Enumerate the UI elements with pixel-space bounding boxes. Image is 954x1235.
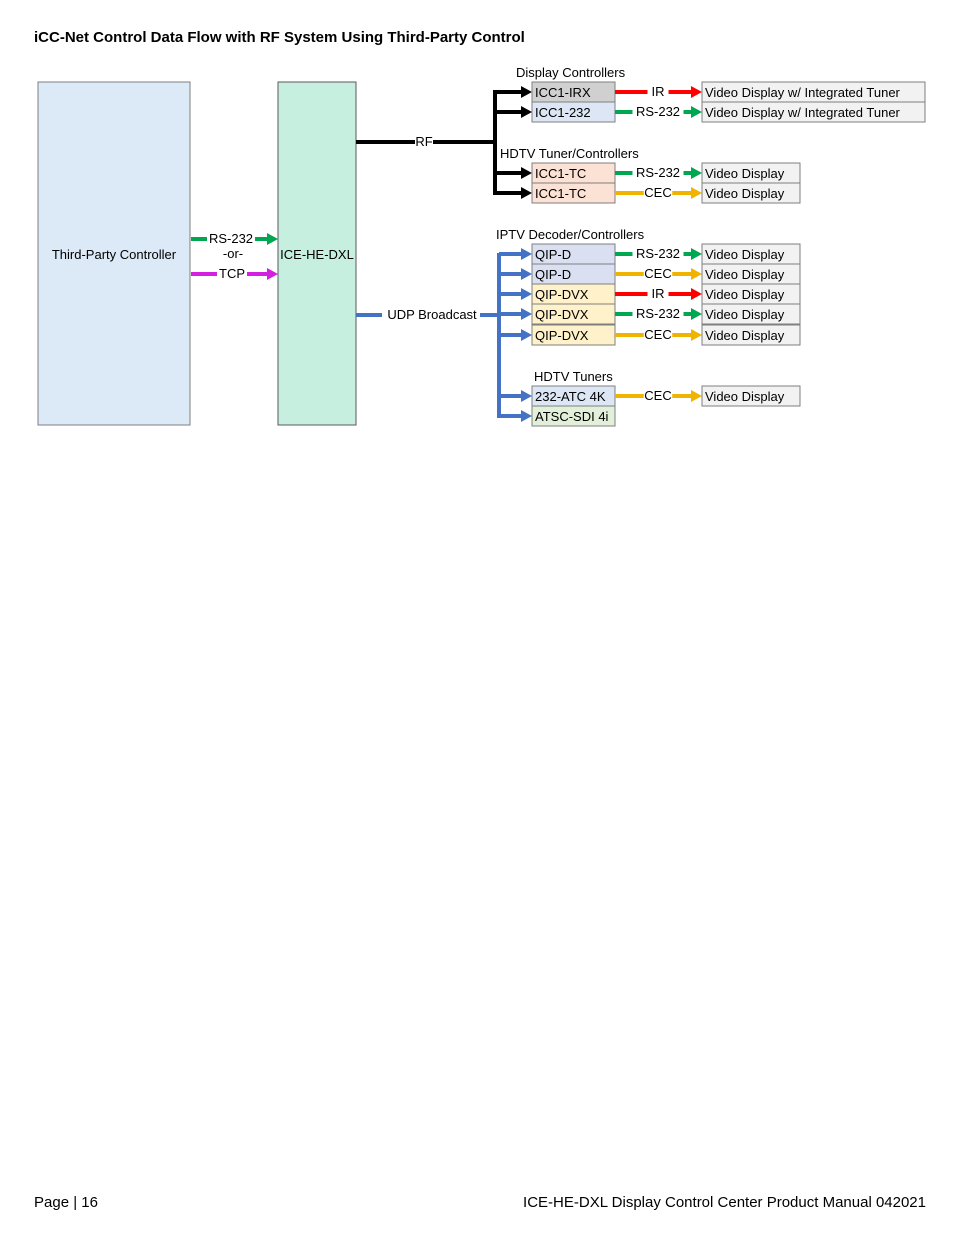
iptv-row-2-out-arrow-head	[691, 268, 702, 280]
iptv-row-3-display-label: Video Display	[705, 287, 785, 302]
display-controller-row-2-display-box	[701, 101, 926, 123]
third-party-controller-label: Third-Party Controller	[52, 247, 177, 262]
iptv-row-1-device-label: QIP-D	[535, 247, 571, 262]
iptv-row-2-feed-arrow-head	[521, 268, 532, 280]
iptv-row-5-out-arrow-head	[691, 329, 702, 341]
hdtv-tuners-heading: HDTV Tuners	[534, 369, 613, 384]
hdtv-tuner-controller-row-2-feed-arrow-head	[521, 187, 532, 199]
iptv-row-2-protocol-label: CEC	[644, 266, 671, 281]
display-controller-row-2-protocol-label: RS-232	[636, 104, 680, 119]
footer-manual-title: ICE-HE-DXL Display Control Center Produc…	[523, 1194, 926, 1211]
iptv-row-4-display-label: Video Display	[705, 307, 785, 322]
iptv-row-5-device-label: QIP-DVX	[535, 328, 589, 343]
ice-he-dxl-label: ICE-HE-DXL	[280, 247, 354, 262]
rs232-link-label: RS-232	[209, 231, 253, 246]
hdtv-tuner-controller-row-2-out-arrow-head	[691, 187, 702, 199]
hdtv-tuner-row-2-feed-arrow-head	[521, 410, 532, 422]
iptv-row-5-feed-arrow-head	[521, 329, 532, 341]
iptv-row-2-display-label: Video Display	[705, 267, 785, 282]
iptv-row-1-protocol-label: RS-232	[636, 246, 680, 261]
hdtv-tuner-row-1-feed-arrow-head	[521, 390, 532, 402]
iptv-row-1-feed-arrow-head	[521, 248, 532, 260]
tcp-link-label: TCP	[219, 266, 245, 281]
iptv-row-3-feed-arrow-head	[521, 288, 532, 300]
hdtv-tuner-row-2-device-box	[531, 405, 616, 427]
footer-page-number: Page | 16	[34, 1194, 98, 1211]
display-controller-row-1-device-label: ICC1-IRX	[535, 85, 591, 100]
hdtv-tuner-row-1-display-box	[701, 385, 801, 407]
hdtv-tuner-controller-row-1-display-label: Video Display	[705, 166, 785, 181]
iptv-row-2-device-label: QIP-D	[535, 267, 571, 282]
hdtv-tuner-controller-row-2-device-label: ICC1-TC	[535, 186, 586, 201]
display-controller-row-2-display-label: Video Display w/ Integrated Tuner	[705, 105, 901, 120]
iptv-row-4-display-box	[701, 303, 801, 325]
third-party-controller-box	[37, 81, 191, 426]
display-controller-row-1-display-label: Video Display w/ Integrated Tuner	[705, 85, 901, 100]
display-controller-row-2-feed-arrow-head	[521, 106, 532, 118]
page-title: iCC-Net Control Data Flow with RF System…	[34, 29, 525, 46]
iptv-row-3-device-label: QIP-DVX	[535, 287, 589, 302]
udp-label: UDP Broadcast	[387, 307, 477, 322]
iptv-row-4-out-arrow-head	[691, 308, 702, 320]
hdtv-tuner-controllers-heading: HDTV Tuner/Controllers	[500, 146, 639, 161]
hdtv-tuner-controller-row-1-protocol-label: RS-232	[636, 165, 680, 180]
ice-he-dxl-box	[277, 81, 357, 426]
hdtv-tuner-controller-row-1-feed-arrow-head	[521, 167, 532, 179]
iptv-row-1-out-arrow-head	[691, 248, 702, 260]
iptv-row-5-display-box	[701, 324, 801, 346]
iptv-row-1-display-label: Video Display	[705, 247, 785, 262]
iptv-row-4-protocol-label: RS-232	[636, 306, 680, 321]
tcp-link-arrow-head	[267, 268, 278, 280]
hdtv-tuner-row-1-out-arrow-head	[691, 390, 702, 402]
or-label: -or-	[223, 246, 243, 261]
hdtv-tuner-controller-row-1-device-label: ICC1-TC	[535, 166, 586, 181]
iptv-row-3-out-arrow-head	[691, 288, 702, 300]
hdtv-tuner-controller-row-2-display-box	[701, 182, 801, 204]
display-controller-row-2-out-arrow-head	[691, 106, 702, 118]
display-controller-row-1-out-arrow-head	[691, 86, 702, 98]
iptv-row-4-feed-arrow-head	[521, 308, 532, 320]
iptv-row-3-protocol-label: IR	[652, 286, 665, 301]
rf-label: RF	[415, 134, 432, 149]
display-controller-row-1-feed-arrow-head	[521, 86, 532, 98]
iptv-row-4-device-label: QIP-DVX	[535, 307, 589, 322]
iptv-row-5-display-label: Video Display	[705, 328, 785, 343]
display-controller-row-1-protocol-label: IR	[652, 84, 665, 99]
hdtv-tuner-row-1-protocol-label: CEC	[644, 388, 671, 403]
hdtv-tuner-controller-row-2-protocol-label: CEC	[644, 185, 671, 200]
hdtv-tuner-controller-row-1-out-arrow-head	[691, 167, 702, 179]
display-controller-row-2-device-label: ICC1-232	[535, 105, 591, 120]
iptv-decoder-controllers-heading: IPTV Decoder/Controllers	[496, 227, 645, 242]
hdtv-tuner-row-2-device-label: ATSC-SDI 4i	[535, 409, 609, 424]
hdtv-tuner-row-1-device-label: 232-ATC 4K	[535, 389, 606, 404]
hdtv-tuner-row-1-display-label: Video Display	[705, 389, 785, 404]
display-controllers-heading: Display Controllers	[516, 65, 626, 80]
iptv-row-5-protocol-label: CEC	[644, 327, 671, 342]
hdtv-tuner-controller-row-2-display-label: Video Display	[705, 186, 785, 201]
rs232-link-arrow-head	[267, 233, 278, 245]
